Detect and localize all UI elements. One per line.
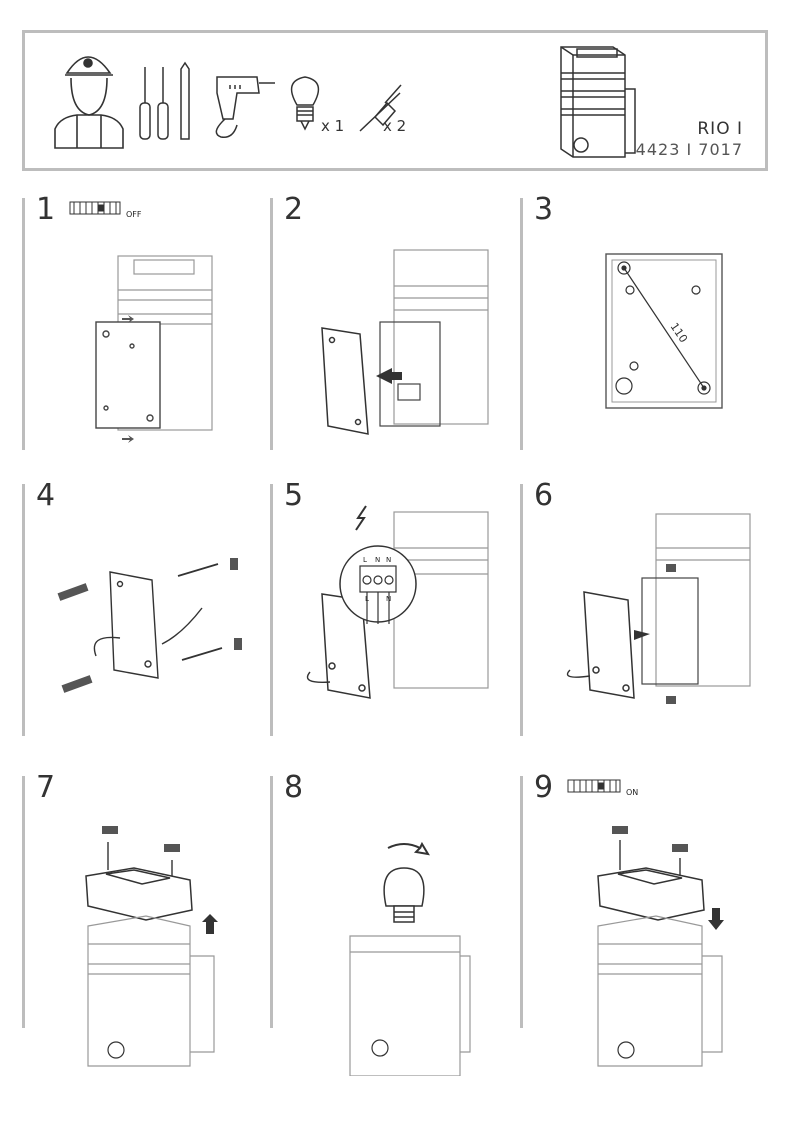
step-4-illustration xyxy=(57,558,242,693)
breaker-switch-icon xyxy=(69,201,121,215)
step-number: 8 xyxy=(284,770,304,805)
drill-template xyxy=(605,253,723,409)
lamp-top-cover xyxy=(597,867,705,921)
step-6: 6 xyxy=(520,478,760,744)
anchor-screw-icon xyxy=(359,84,402,132)
arrow-up-icon xyxy=(202,914,218,934)
mounting-plate xyxy=(95,321,161,429)
step-divider xyxy=(520,776,523,1028)
tools-illustration xyxy=(54,46,636,158)
step-divider xyxy=(520,484,523,736)
screw-rotate-icon xyxy=(102,826,180,852)
screw-icon xyxy=(177,563,223,661)
step-divider xyxy=(22,198,25,450)
breaker-switch-icon xyxy=(567,779,621,793)
bulb-icon xyxy=(383,867,425,923)
step-number: 2 xyxy=(284,192,304,227)
terminal-top-label: N xyxy=(375,556,380,564)
bulb-icon xyxy=(290,76,320,131)
step-divider xyxy=(520,198,523,450)
mounting-plate xyxy=(583,591,635,699)
step-divider xyxy=(22,776,25,1028)
terminal-bottom-label: L xyxy=(365,595,369,603)
cable xyxy=(161,607,203,645)
screw-rotate-icon xyxy=(122,315,134,443)
terminal-top-label: N xyxy=(386,556,391,564)
rotate-arrow-icon xyxy=(387,841,430,856)
lightning-icon xyxy=(355,505,367,531)
lamp-body xyxy=(117,255,213,431)
step-divider xyxy=(270,484,273,736)
step-divider xyxy=(270,776,273,1028)
mounting-plate xyxy=(109,571,159,679)
terminal-bottom-label: N xyxy=(386,595,391,603)
step-9-illustration xyxy=(567,779,724,1067)
step-4: 4 xyxy=(22,478,262,744)
step-5-illustration: L N N L N xyxy=(306,505,489,699)
mounting-plate xyxy=(321,593,371,699)
lamp-body xyxy=(379,249,489,427)
switch-label: OFF xyxy=(126,210,142,219)
cable xyxy=(566,669,591,678)
model-name: RIO I xyxy=(697,119,743,139)
pencil-icon xyxy=(180,61,190,140)
step-8: 8 xyxy=(270,770,510,1076)
step-number: 5 xyxy=(284,478,304,513)
step-number: 1 xyxy=(36,192,56,227)
switch-label: ON xyxy=(626,788,639,797)
step-9: 9 ON xyxy=(520,770,760,1067)
anchor-quantity: x 2 xyxy=(383,117,407,135)
screw-rotate-icon xyxy=(666,564,676,704)
screw-rotate-icon xyxy=(230,558,242,650)
drill-icon xyxy=(215,76,275,138)
tools-header: x 1 x 2 RIO I 4423 I 7017 xyxy=(22,30,768,171)
step-8-illustration xyxy=(349,841,471,1076)
screwdriver-icon xyxy=(139,67,169,140)
technician-icon xyxy=(54,56,124,149)
lamp-body xyxy=(641,513,751,687)
drill-distance: 110 xyxy=(668,320,691,345)
step-3: 3 110 xyxy=(520,192,760,458)
bulb-quantity: x 1 xyxy=(321,117,345,135)
arrow-down-icon xyxy=(708,908,724,930)
arrow-right-icon xyxy=(634,630,650,640)
mounting-plate xyxy=(321,327,369,435)
screw-icon xyxy=(107,842,173,876)
lamp-product-icon xyxy=(560,46,636,158)
model-code: 4423 I 7017 xyxy=(635,140,743,159)
step-6-illustration xyxy=(566,513,751,704)
screw-rotate-icon xyxy=(612,826,688,852)
step-number: 9 xyxy=(534,770,554,805)
cable xyxy=(306,671,331,683)
step-1-illustration xyxy=(69,201,213,443)
step-2-illustration xyxy=(321,249,489,435)
lamp-body xyxy=(87,915,215,1067)
step-1: 1 OFF xyxy=(22,192,262,458)
screw-icon xyxy=(619,840,681,876)
lamp-body xyxy=(349,935,471,1076)
step-divider xyxy=(270,198,273,450)
step-7-illustration xyxy=(85,826,218,1067)
lamp-top-cover xyxy=(85,867,193,921)
terminal-top-label: L xyxy=(363,556,367,564)
wall-anchor-icon xyxy=(57,583,93,693)
step-number: 7 xyxy=(36,770,56,805)
step-3-illustration: 110 xyxy=(605,253,723,409)
step-5: 5 L N N L N xyxy=(270,478,510,744)
lamp-body xyxy=(597,915,723,1067)
step-number: 3 xyxy=(534,192,554,227)
step-2: 2 xyxy=(270,192,510,458)
terminal-block xyxy=(359,565,397,624)
step-number: 4 xyxy=(36,478,56,513)
step-divider xyxy=(22,484,25,736)
step-7: 7 xyxy=(22,770,262,1067)
arrow-left-icon xyxy=(376,368,392,384)
step-number: 6 xyxy=(534,478,554,513)
